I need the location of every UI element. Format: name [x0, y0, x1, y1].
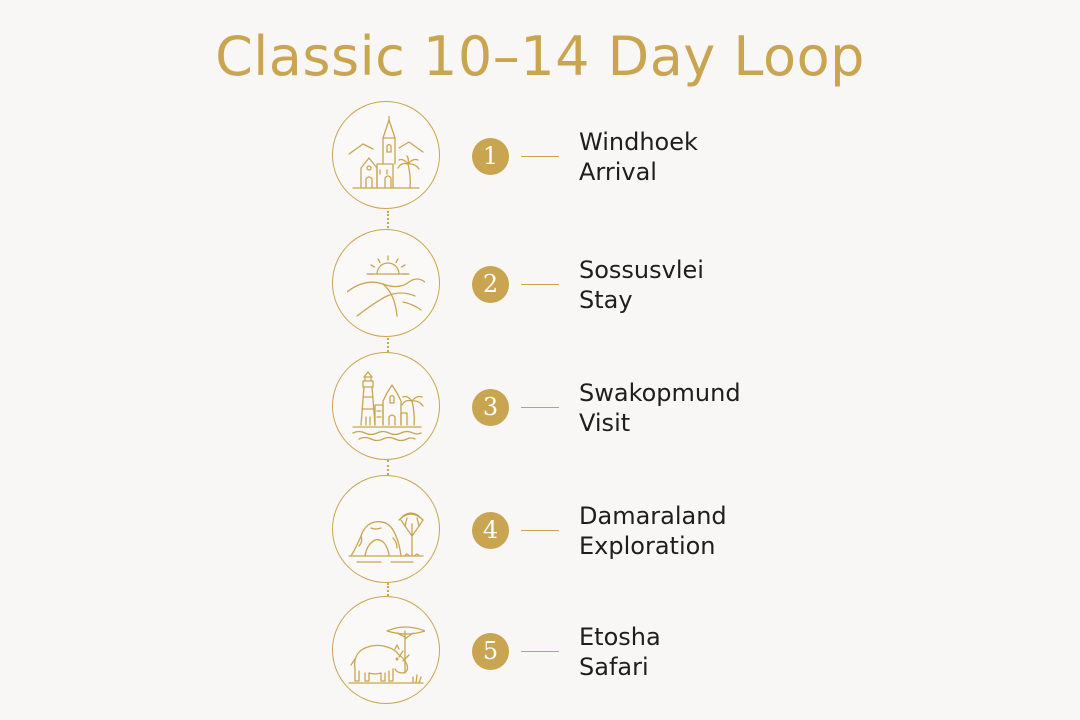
rhino-acacia-icon: [348, 626, 425, 684]
step-dash: [521, 156, 559, 157]
step-subtitle: Safari: [579, 653, 649, 681]
step-dash: [521, 651, 559, 652]
step-subtitle: Stay: [579, 286, 633, 314]
step-title: Etosha: [579, 623, 661, 651]
step-dash: [521, 530, 559, 531]
step-dash: [521, 407, 559, 408]
itinerary-step: 3 Swakopmund Visit: [0, 352, 1080, 462]
step-number-badge: 1: [472, 138, 509, 175]
step-label: Sossusvlei Stay: [579, 255, 704, 315]
itinerary-step: 5 Etosha Safari: [0, 596, 1080, 706]
lighthouse-coast-icon: [352, 371, 424, 442]
itinerary-step: 4 Damaraland Exploration: [0, 475, 1080, 585]
step-title: Windhoek: [579, 128, 698, 156]
step-label: Windhoek Arrival: [579, 127, 698, 187]
itinerary-step: 1 Windhoek Arrival: [0, 101, 1080, 211]
step-icon-circle: [332, 352, 440, 460]
step-label: Damaraland Exploration: [579, 501, 727, 561]
step-icon-circle: [332, 596, 440, 704]
timeline-connector: [387, 211, 389, 231]
step-label: Etosha Safari: [579, 622, 661, 682]
itinerary-step: 2 Sossusvlei Stay: [0, 229, 1080, 339]
step-dash: [521, 284, 559, 285]
rock-arch-tree-icon: [348, 512, 424, 563]
page-title: Classic 10–14 Day Loop: [215, 25, 865, 88]
step-number-badge: 3: [472, 389, 509, 426]
timeline-connector: [387, 334, 389, 352]
sun-dunes-icon: [347, 255, 425, 317]
step-icon-circle: [332, 475, 440, 583]
step-subtitle: Arrival: [579, 158, 657, 186]
step-title: Damaraland: [579, 502, 727, 530]
town-church-palm-icon: [348, 116, 424, 189]
step-subtitle: Visit: [579, 409, 631, 437]
timeline-connector: [387, 583, 389, 596]
timeline-connector: [387, 460, 389, 475]
step-icon-circle: [332, 101, 440, 209]
step-label: Swakopmund Visit: [579, 378, 741, 438]
step-subtitle: Exploration: [579, 532, 716, 560]
step-number-badge: 5: [472, 633, 509, 670]
step-icon-circle: [332, 229, 440, 337]
step-number-badge: 4: [472, 512, 509, 549]
step-number-badge: 2: [472, 266, 509, 303]
step-title: Sossusvlei: [579, 256, 704, 284]
step-title: Swakopmund: [579, 379, 741, 407]
